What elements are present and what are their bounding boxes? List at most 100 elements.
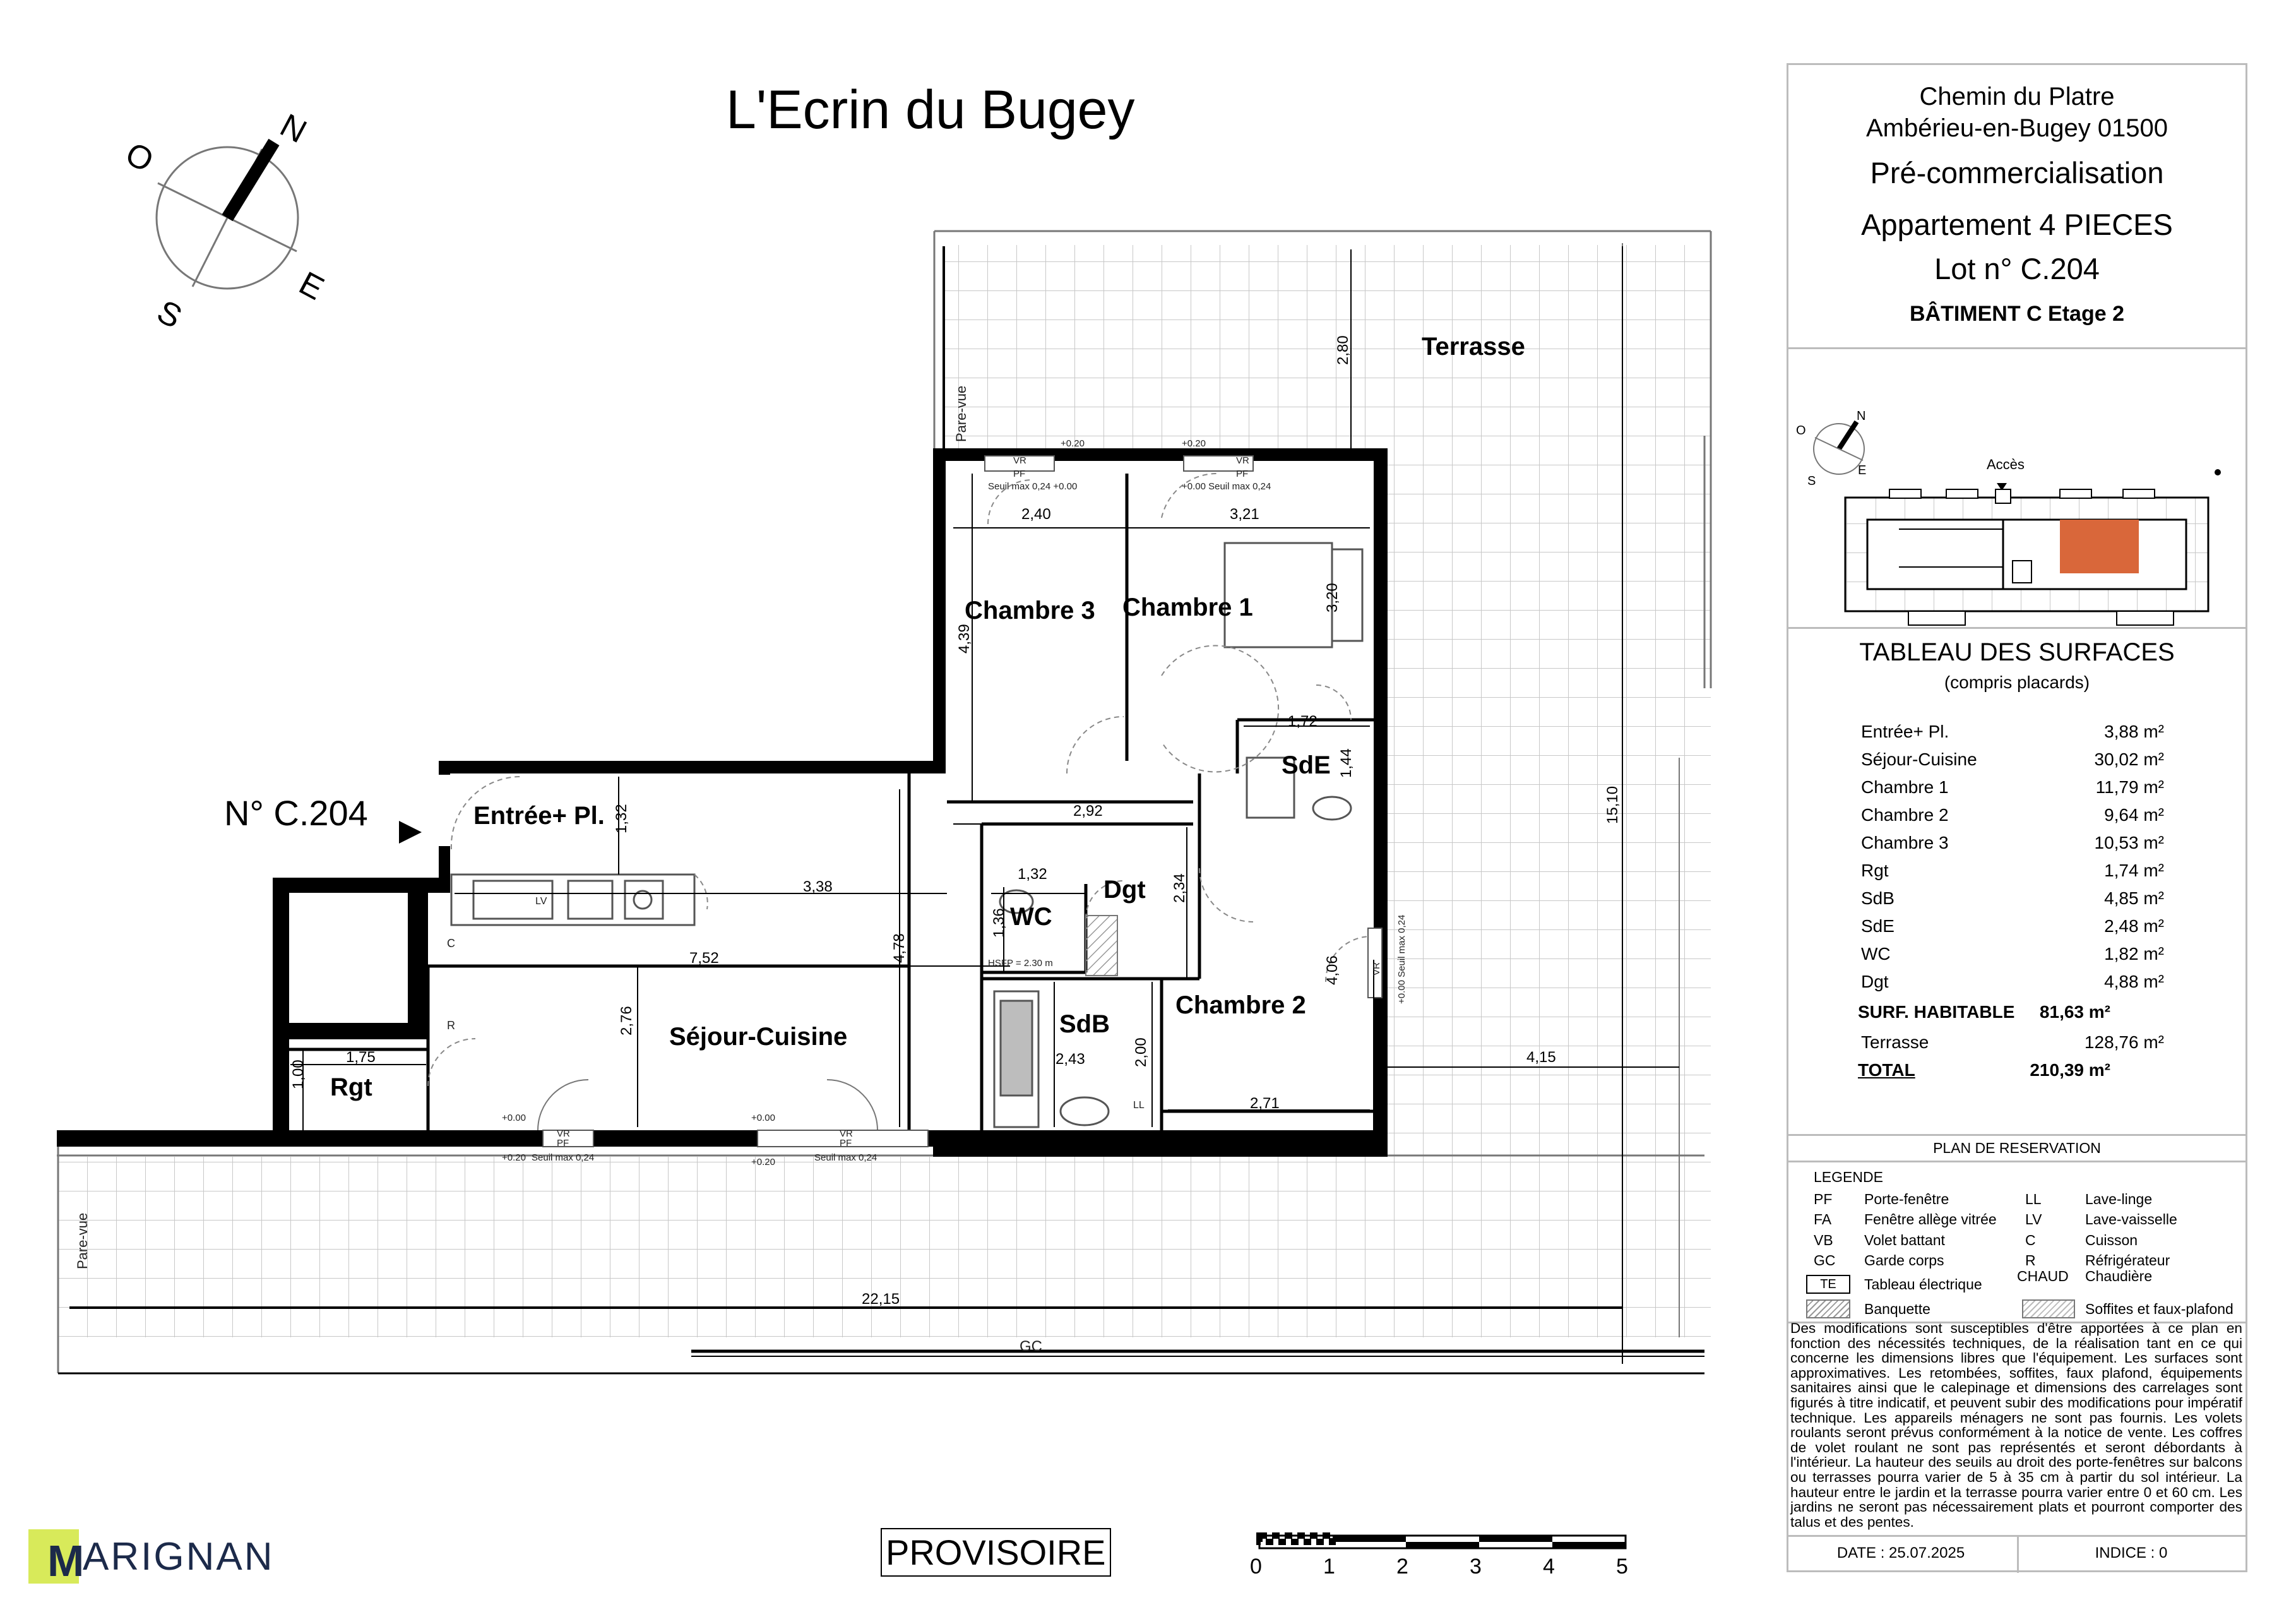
surface-label: Chambre 1 bbox=[1861, 777, 1949, 797]
legend-text: Garde corps bbox=[1864, 1252, 1944, 1269]
legend-code: FA bbox=[1814, 1211, 1832, 1227]
scale-2: 2 bbox=[1396, 1555, 1408, 1579]
compass-rose: N E S O bbox=[119, 107, 330, 335]
room-entree: Entrée+ Pl. bbox=[473, 802, 605, 830]
legend-text: Réfrigérateur bbox=[2085, 1252, 2170, 1269]
dim-271: 2,71 bbox=[1250, 1095, 1280, 1112]
legend-text: Banquette bbox=[1864, 1301, 1930, 1317]
cuisson-mark: C bbox=[447, 937, 455, 950]
surface-label: WC bbox=[1861, 944, 1891, 964]
dim-478: 4,78 bbox=[891, 933, 908, 963]
legend-text: Soffites et faux-plafond bbox=[2085, 1301, 2234, 1317]
windows bbox=[542, 455, 1383, 1147]
marignan-logo: M ARIGNAN bbox=[28, 1528, 274, 1585]
surface-row: Chambre 2 9,64 m² bbox=[1861, 805, 2164, 833]
surfaces-title: TABLEAU DES SURFACES bbox=[1859, 638, 2175, 666]
hsfp: HSFP = 2.30 m bbox=[988, 958, 1053, 969]
surface-label: Entrée+ Pl. bbox=[1861, 722, 1949, 741]
parevue-lower: Pare-vue bbox=[74, 1213, 90, 1269]
surface-value: 4,85 m² bbox=[2104, 888, 2164, 908]
compass-e: E bbox=[293, 265, 330, 307]
vr-1: VR bbox=[1013, 455, 1026, 466]
surf-hab-value: 81,63 m² bbox=[2039, 1002, 2110, 1022]
mini-n: N bbox=[1857, 409, 1865, 423]
scale-bar bbox=[1256, 1532, 1627, 1549]
kitchen-counter bbox=[450, 873, 696, 926]
address-line1: Chemin du Platre bbox=[1919, 83, 2115, 110]
dim-132-entree: 1,32 bbox=[613, 804, 630, 833]
bath-fixtures bbox=[993, 542, 1364, 1128]
legend-text: Cuisson bbox=[2085, 1232, 2138, 1248]
surfaces-subtitle: (compris placards) bbox=[1944, 672, 2090, 692]
dim-200: 2,00 bbox=[1133, 1037, 1150, 1067]
plan-reservation: PLAN DE RESERVATION bbox=[1933, 1140, 2101, 1156]
pf-4: PF bbox=[840, 1138, 852, 1149]
compass-o: O bbox=[119, 135, 159, 179]
legend-code: CHAUD bbox=[2017, 1268, 2069, 1284]
surface-value: 4,88 m² bbox=[2104, 972, 2164, 991]
surface-value: 9,64 m² bbox=[2104, 805, 2164, 825]
room-terrasse: Terrasse bbox=[1422, 333, 1525, 361]
legend-text: Lave-linge bbox=[2085, 1191, 2153, 1207]
room-sde: SdE bbox=[1282, 751, 1331, 779]
surface-label: Chambre 2 bbox=[1861, 805, 1949, 825]
level-1: +0.20 bbox=[1061, 438, 1085, 449]
room-dgt: Dgt bbox=[1103, 876, 1146, 904]
surface-row: Dgt 4,88 m² bbox=[1861, 972, 2164, 1000]
room-sdb: SdB bbox=[1059, 1010, 1110, 1038]
level-5: +0.00 bbox=[751, 1113, 775, 1123]
frigo-mark: R bbox=[447, 1019, 455, 1032]
level-4: +0.20 bbox=[502, 1152, 526, 1163]
lv-mark: LV bbox=[535, 896, 547, 907]
lot-marker: N° C.204 bbox=[224, 793, 368, 833]
logo-mark: M bbox=[28, 1529, 84, 1585]
status: Pré-commercialisation bbox=[1870, 156, 2164, 189]
legend-code: VB bbox=[1814, 1232, 1833, 1248]
pf-2: PF bbox=[1236, 469, 1248, 479]
door-swings bbox=[427, 472, 1372, 1087]
dim-321: 3,21 bbox=[1230, 506, 1259, 523]
surface-label: Dgt bbox=[1861, 972, 1889, 991]
dim-320: 3,20 bbox=[1324, 583, 1341, 612]
acces-label: Accès bbox=[1987, 457, 2025, 472]
seuil-4: Seuil max 0,24 bbox=[814, 1152, 877, 1163]
lot-number: Lot n° C.204 bbox=[1934, 252, 2100, 285]
level-6: +0.20 bbox=[751, 1157, 775, 1167]
dim-234: 2,34 bbox=[1171, 873, 1188, 903]
wc-soffit bbox=[1085, 915, 1118, 976]
surface-label: SdE bbox=[1861, 916, 1894, 936]
indice: INDICE : 0 bbox=[2095, 1544, 2168, 1561]
terrasse-value: 128,76 m² bbox=[2084, 1032, 2164, 1052]
dim-292: 2,92 bbox=[1073, 803, 1103, 820]
banquette-swatch bbox=[1806, 1299, 1850, 1318]
dim-406: 4,06 bbox=[1324, 955, 1341, 985]
legend-text: Chaudière bbox=[2085, 1268, 2153, 1284]
room-sejour: Séjour-Cuisine bbox=[669, 1023, 847, 1051]
mini-s: S bbox=[1807, 474, 1816, 488]
legend-code: LL bbox=[2025, 1191, 2042, 1207]
surface-value: 3,88 m² bbox=[2104, 722, 2164, 741]
level-3: +0.00 bbox=[502, 1113, 526, 1123]
room-chambre3: Chambre 3 bbox=[965, 597, 1095, 624]
dim-243: 2,43 bbox=[1056, 1051, 1085, 1068]
legend-text: Volet battant bbox=[1864, 1232, 1945, 1248]
acces-arrow-icon bbox=[1997, 483, 2007, 491]
vr-5: VR bbox=[1371, 962, 1382, 976]
seuil-3: Seuil max 0,24 bbox=[532, 1152, 594, 1163]
dim-752: 7,52 bbox=[689, 950, 719, 967]
dim-415: 4,15 bbox=[1526, 1049, 1556, 1066]
provisoire-stamp: PROVISOIRE bbox=[881, 1528, 1111, 1577]
terrasse-label: Terrasse bbox=[1861, 1032, 1929, 1052]
surface-label: Chambre 3 bbox=[1861, 833, 1949, 852]
location-plan: N E S O Accès bbox=[1796, 409, 2221, 626]
apartment-type: Appartement 4 PIECES bbox=[1861, 208, 2173, 241]
surf-hab-label: SURF. HABITABLE bbox=[1858, 1002, 2015, 1022]
apartment-highlight bbox=[2060, 520, 2139, 573]
building: BÂTIMENT C Etage 2 bbox=[1909, 302, 2125, 326]
legend-text: Fenêtre allège vitrée bbox=[1864, 1211, 1997, 1227]
gc-label: GC bbox=[1020, 1338, 1042, 1355]
dim-280: 2,80 bbox=[1335, 335, 1352, 365]
surface-value: 10,53 m² bbox=[2094, 833, 2165, 852]
vr-2: VR bbox=[1236, 455, 1249, 466]
